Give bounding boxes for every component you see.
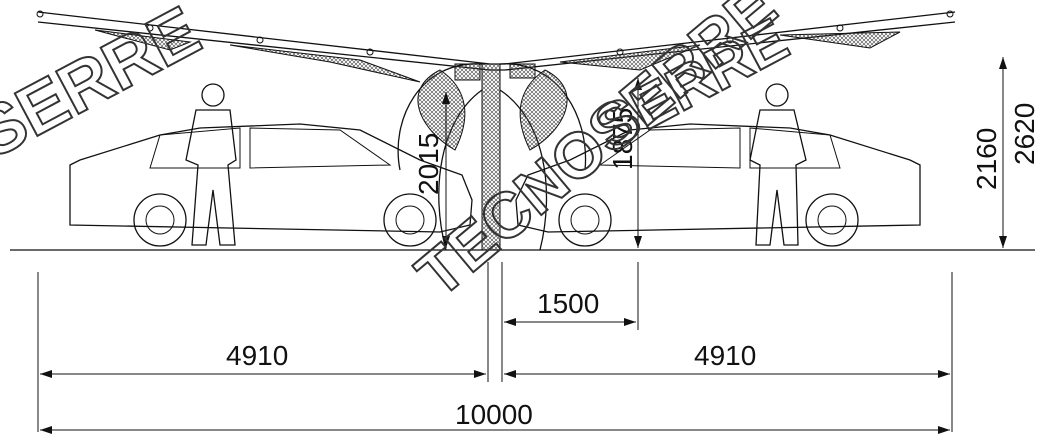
- right-person: [749, 83, 807, 246]
- right-span-dim: 4910: [504, 340, 950, 378]
- central-column: [397, 63, 587, 251]
- watermark-center: TECNOSERRE: [403, 0, 790, 311]
- total-span-dim: 10000: [40, 399, 950, 434]
- left-car: [69, 123, 473, 247]
- left-person: [185, 83, 237, 246]
- height-2160-label: 2160: [971, 128, 1002, 190]
- left-span-4910-label: 4910: [226, 340, 288, 371]
- total-span-10000-label: 10000: [455, 399, 533, 430]
- canopy-roof: [36, 10, 956, 83]
- height-dim-top: 2620: [1009, 103, 1040, 165]
- offset-dim: 1500: [504, 288, 636, 326]
- span-extension-lines: [37, 262, 953, 432]
- height-dim-eave: 2160: [971, 57, 1007, 248]
- height-dim-left: 2015: [413, 92, 450, 248]
- offset-1500-label: 1500: [537, 288, 599, 319]
- height-dim-center: 1875: [607, 78, 642, 248]
- right-span-4910-label: 4910: [694, 340, 756, 371]
- left-span-dim: 4910: [40, 340, 486, 378]
- watermark-left: SERRE: [0, 0, 212, 173]
- height-2620-label: 2620: [1009, 103, 1040, 165]
- height-2015-label: 2015: [413, 133, 444, 195]
- right-car: [515, 123, 921, 247]
- height-1875-label: 1875: [607, 108, 638, 170]
